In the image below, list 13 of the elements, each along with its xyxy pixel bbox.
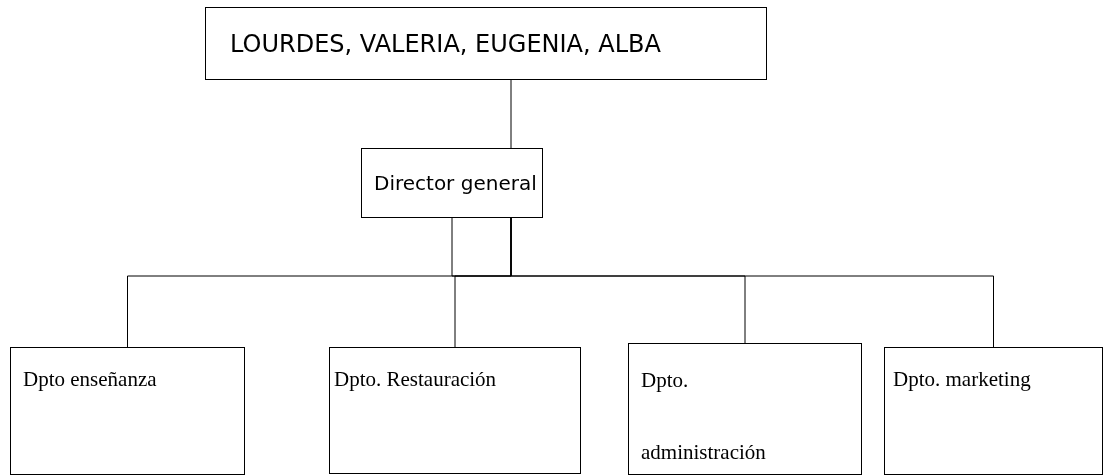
org-box <box>361 148 543 218</box>
org-box <box>10 347 245 475</box>
org-box <box>884 347 1103 475</box>
connector-line <box>510 217 994 348</box>
box-label: Dpto. marketing <box>893 366 1031 393</box>
box-label: Dpto. Restauración <box>333 366 497 393</box>
box-label: LOURDES, VALERIA, EUGENIA, ALBA <box>230 28 661 60</box>
org-box <box>205 7 767 80</box>
org-box <box>628 343 862 475</box>
box-label: Dpto. administración <box>641 367 767 466</box>
box-label: Dpto enseñanza <box>23 366 157 393</box>
org-box <box>329 347 581 474</box>
box-label: Director general <box>374 170 537 197</box>
